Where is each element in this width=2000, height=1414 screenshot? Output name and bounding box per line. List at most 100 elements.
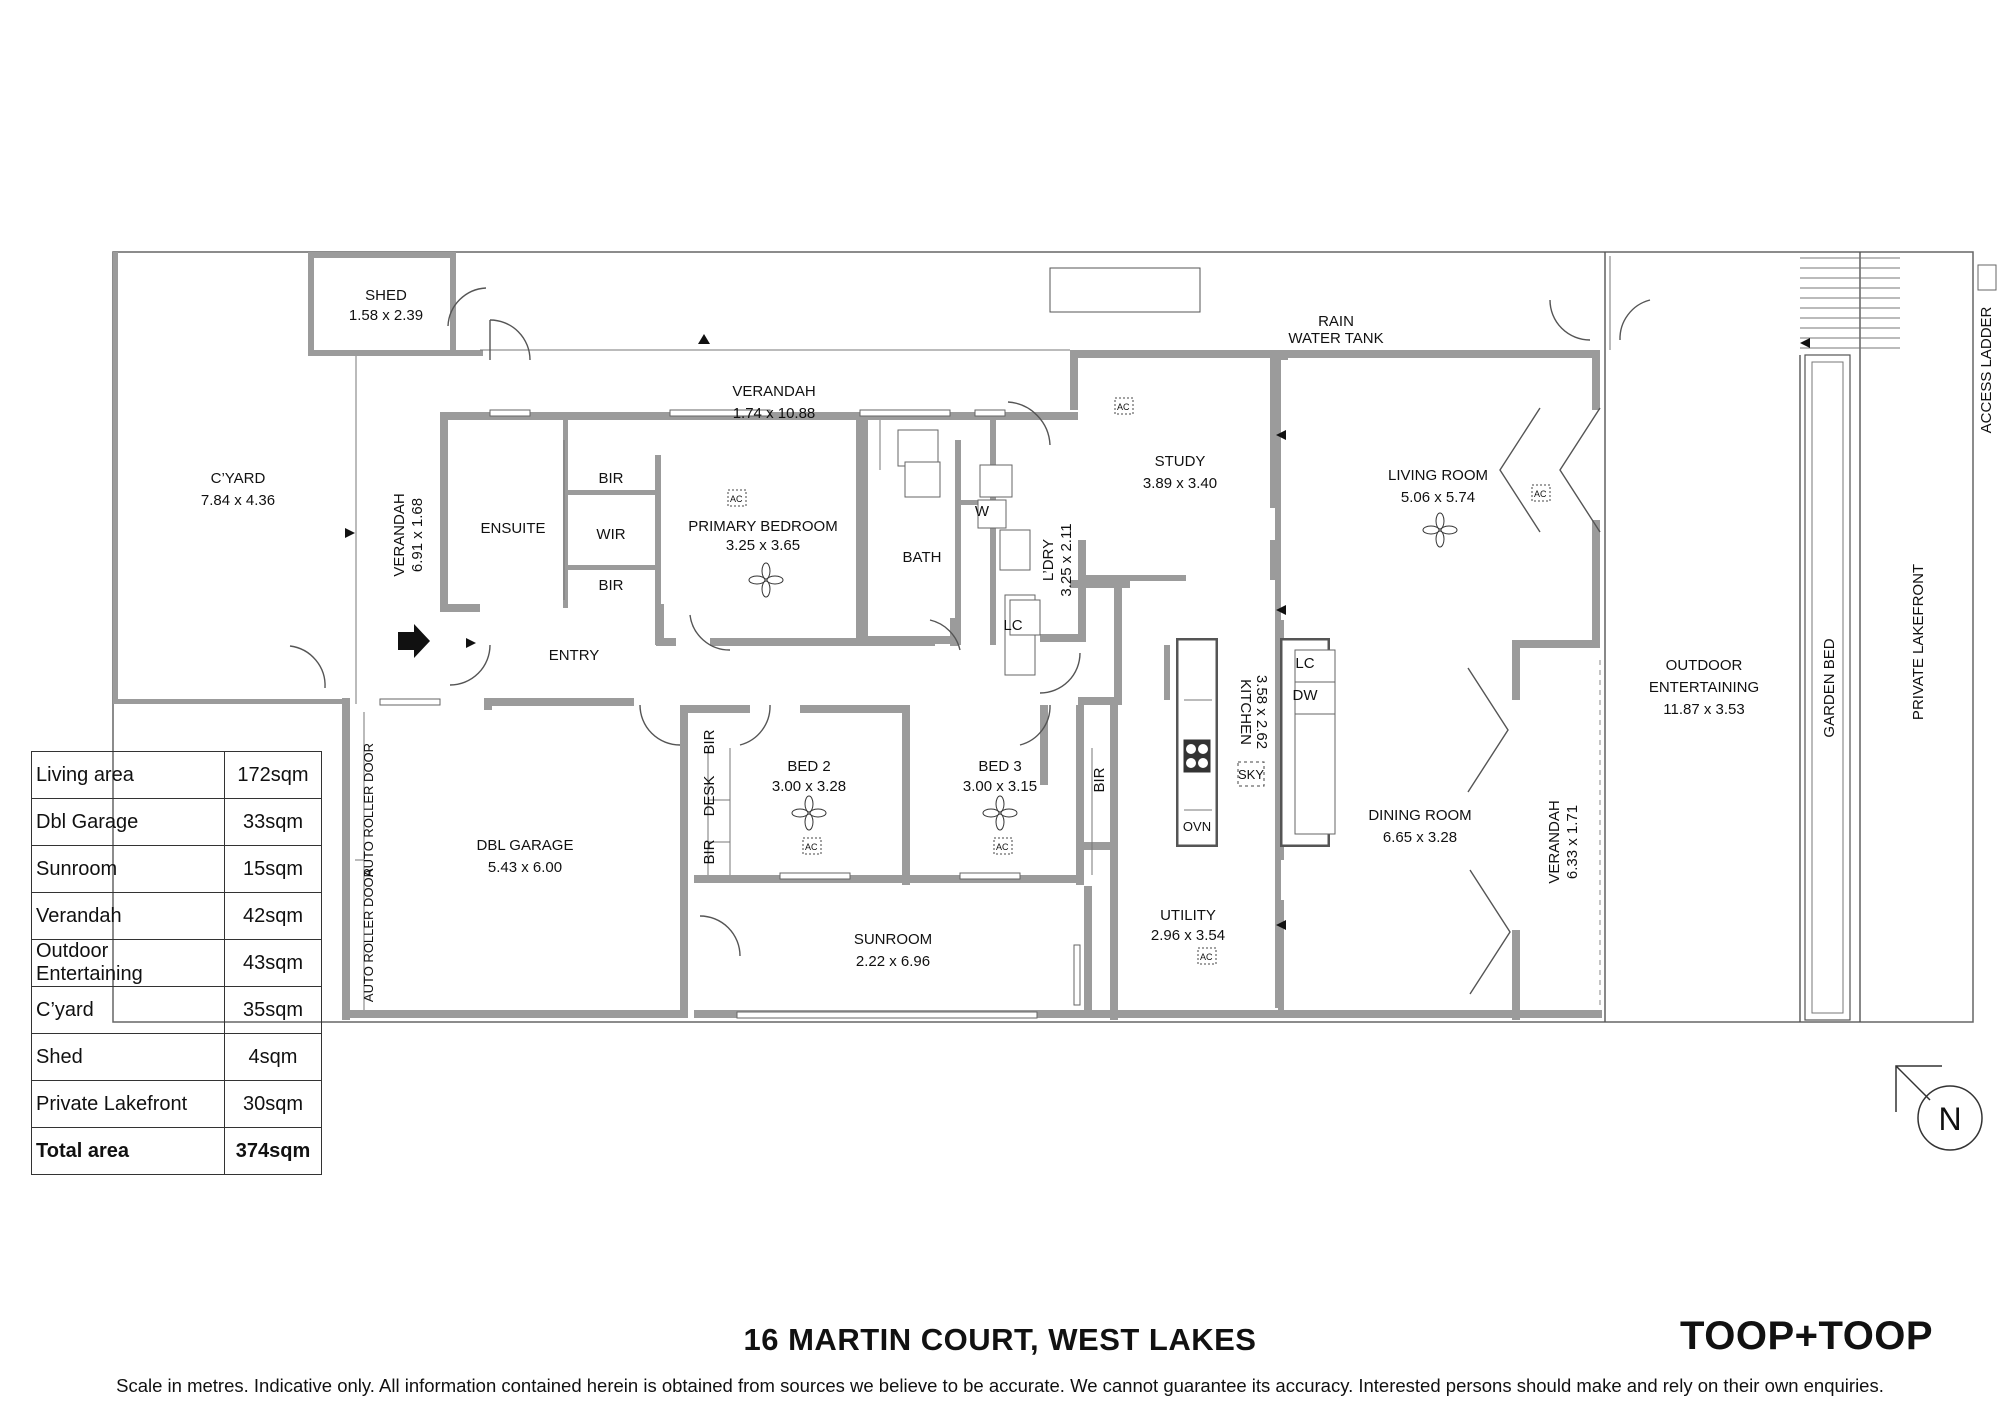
area-name: Verandah: [31, 892, 225, 940]
bed3-label: BED 3: [978, 758, 1021, 775]
rain-tank-label: RAIN: [1318, 313, 1354, 330]
dining-room-dims: 6.65 x 3.28: [1383, 829, 1457, 846]
area-value: 43sqm: [224, 939, 322, 987]
dw-label: DW: [1293, 687, 1319, 704]
cyard-dims: 7.84 x 4.36: [201, 492, 275, 509]
auto-roller-door-label-2: AUTO ROLLER DOOR: [361, 868, 376, 1002]
area-value: 15sqm: [224, 845, 322, 893]
utility-dims: 2.96 x 3.54: [1151, 927, 1225, 944]
private-lakefront-label: PRIVATE LAKEFRONT: [1910, 564, 1927, 720]
bir-label-5: BIR: [1091, 767, 1108, 792]
outdoor-entertaining-label: OUTDOOR: [1666, 657, 1743, 674]
ac-units: AC AC AC AC AC AC: [727, 397, 1551, 965]
bir-label-4: BIR: [701, 839, 718, 864]
ac-label: AC: [1534, 489, 1547, 499]
area-name: Living area: [31, 751, 225, 799]
living-room-dims: 5.06 x 5.74: [1401, 489, 1475, 506]
verandah-right-dims: 6.33 x 1.71: [1564, 805, 1581, 879]
entry-label: ENTRY: [549, 647, 600, 664]
verandah-left-dims: 6.91 x 1.68: [409, 498, 426, 572]
sunroom-dims: 2.22 x 6.96: [856, 953, 930, 970]
brand-logo: TOOP+TOOP: [1680, 1314, 1934, 1358]
ac-label: AC: [1117, 402, 1130, 412]
living-room-label: LIVING ROOM: [1388, 467, 1488, 484]
verandah-top-label: VERANDAH: [732, 383, 815, 400]
wir-label: WIR: [596, 526, 625, 543]
outdoor-entertaining-label-2: ENTERTAINING: [1649, 679, 1759, 696]
dining-room-label: DINING ROOM: [1368, 807, 1471, 824]
area-name: Dbl Garage: [31, 798, 225, 846]
total-area-value: 374sqm: [224, 1127, 322, 1175]
bath-label: BATH: [903, 549, 942, 566]
ceiling-fan-icons: [748, 512, 1458, 831]
shed-dims: 1.58 x 2.39: [349, 307, 423, 324]
north-compass-icon: N: [1895, 1065, 1983, 1151]
verandah-right-label: VERANDAH: [1546, 800, 1563, 883]
primary-bedroom-label: PRIMARY BEDROOM: [688, 518, 837, 535]
ceiling-fan-icon: [1422, 512, 1458, 548]
room-labels: SHED 1.58 x 2.39 RAIN WATER TANK VERANDA…: [201, 287, 1995, 1002]
shed-label: SHED: [365, 287, 407, 304]
area-value: 42sqm: [224, 892, 322, 940]
ceiling-fan-icon: [748, 562, 784, 598]
ldry-dims: 3.25 x 2.11: [1058, 523, 1075, 596]
ensuite-label: ENSUITE: [480, 520, 545, 537]
door-swings: [289, 287, 1651, 995]
bir-label-1: BIR: [598, 470, 623, 487]
area-value: 172sqm: [224, 751, 322, 799]
area-name: Shed: [31, 1033, 225, 1081]
sunroom-label: SUNROOM: [854, 931, 932, 948]
ceiling-fan-icon: [791, 795, 827, 831]
garden-bed-label: GARDEN BED: [1821, 638, 1838, 737]
area-name: Private Lakefront: [31, 1080, 225, 1128]
house-walls: [342, 350, 1602, 1020]
courtyard-walls: [113, 252, 483, 704]
dbl-garage-label: DBL GARAGE: [477, 837, 574, 854]
area-name: Outdoor Entertaining: [31, 939, 225, 987]
ac-label: AC: [730, 494, 743, 504]
study-dims: 3.89 x 3.40: [1143, 475, 1217, 492]
ac-label: AC: [996, 842, 1009, 852]
windows: [379, 409, 1081, 1019]
cyard-label: C’YARD: [211, 470, 266, 487]
ac-label: AC: [805, 842, 818, 852]
verandah-top-dims: 1.74 x 10.88: [733, 405, 816, 422]
bir-label-2: BIR: [598, 577, 623, 594]
outdoor-entertaining-dims: 11.87 x 3.53: [1663, 701, 1744, 718]
verandah-left-label: VERANDAH: [391, 493, 408, 576]
ovn-label: OVN: [1183, 819, 1211, 834]
study-label: STUDY: [1155, 453, 1206, 470]
area-value: 35sqm: [224, 986, 322, 1034]
arrow-markers: [345, 334, 1810, 930]
rain-tank-label-2: WATER TANK: [1288, 330, 1383, 347]
lc-label-2: LC: [1295, 655, 1314, 672]
kitchen-dims: 3.58 x 2.62: [1253, 675, 1270, 749]
kitchen-label: KITCHEN: [1237, 679, 1254, 745]
area-value: 4sqm: [224, 1033, 322, 1081]
primary-bedroom-dims: 3.25 x 3.65: [726, 537, 800, 554]
dbl-garage-dims: 5.43 x 6.00: [488, 859, 562, 876]
area-value: 33sqm: [224, 798, 322, 846]
bir-label-3: BIR: [701, 729, 718, 754]
property-address: 16 MARTIN COURT, WEST LAKES: [743, 1322, 1257, 1357]
ldry-label: L’DRY: [1040, 539, 1057, 581]
w-label: W: [975, 503, 990, 520]
interior-walls: [563, 355, 1288, 700]
fixtures: [355, 252, 1997, 1022]
area-name: Sunroom: [31, 845, 225, 893]
ac-label: AC: [1200, 952, 1213, 962]
utility-label: UTILITY: [1160, 907, 1216, 924]
ceiling-fan-icon: [982, 795, 1018, 831]
total-area-name: Total area: [31, 1127, 225, 1175]
access-ladder-label: ACCESS LADDER: [1978, 306, 1995, 433]
area-value: 30sqm: [224, 1080, 322, 1128]
